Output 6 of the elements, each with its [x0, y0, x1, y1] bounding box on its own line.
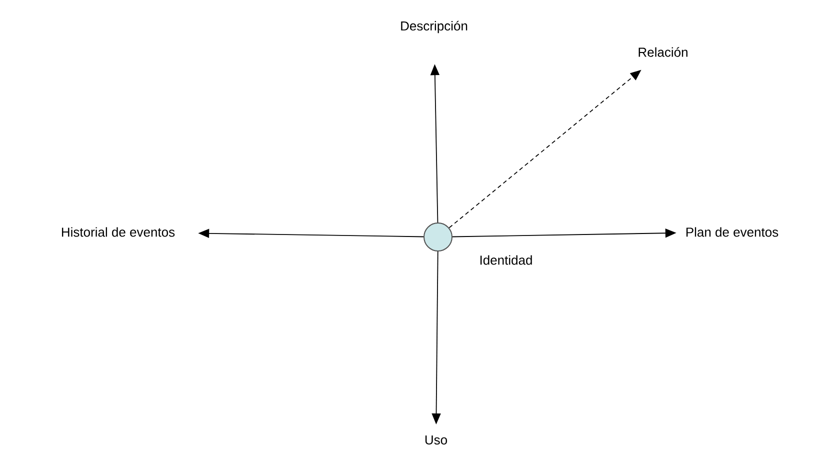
axis-label: Relación	[638, 47, 688, 57]
axis-label: Plan de eventos	[686, 227, 778, 237]
axis-label: Historial de eventos	[62, 227, 175, 237]
node-label: Identidad	[480, 255, 532, 265]
axis-label: Descripción	[401, 20, 468, 34]
axis-label: Uso	[425, 435, 447, 445]
